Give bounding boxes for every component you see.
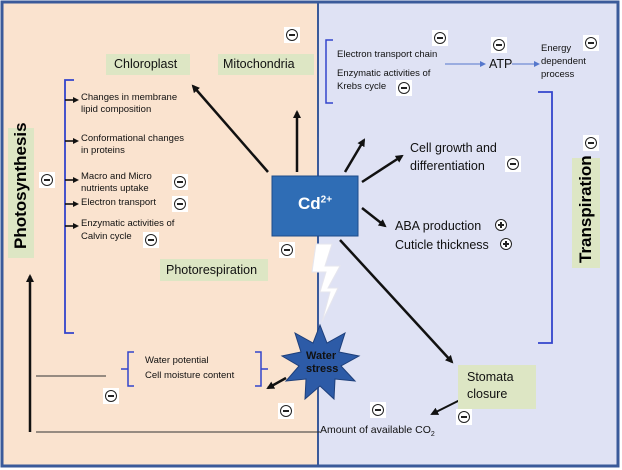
stomata-to-co2-arrow: [430, 399, 461, 415]
minus-icon: [432, 30, 448, 46]
cd-label: Cd2+: [298, 194, 332, 214]
stomata-line1: Stomata: [467, 370, 514, 384]
cuticle-text: Cuticle thickness: [395, 238, 489, 252]
water-potential-text: Water potential: [145, 355, 209, 366]
cell-moisture-text: Cell moisture content: [145, 370, 235, 381]
aba-text: ABA production: [395, 219, 482, 233]
minus-icon: [583, 35, 599, 51]
cd-to-growth-arrow: [361, 154, 404, 184]
water-stress-line1: Water: [306, 350, 337, 362]
transpiration-text: Transpiration: [576, 155, 595, 263]
mito-bracket: [325, 39, 333, 104]
photosynthesis-text: Photosynthesis: [11, 122, 30, 249]
cd-to-chloroplast-arrow: [191, 84, 269, 173]
right-bracket: [538, 91, 553, 344]
photorespiration-text: Photorespiration: [166, 263, 258, 277]
atp-text: ATP: [489, 57, 513, 71]
chloroplast-text: Chloroplast: [114, 57, 178, 71]
growth-line2: differentiation: [410, 159, 485, 173]
chloroplast-label: [106, 54, 190, 75]
minus-icon: [279, 242, 295, 258]
effect-proteins-line2: in proteins: [81, 145, 125, 156]
minus-icon: [143, 232, 159, 248]
cd-to-mito-chain-arrow: [343, 138, 366, 173]
mitochondria-text: Mitochondria: [223, 57, 295, 71]
co2-subscript: 2: [430, 431, 435, 439]
effect-proteins-line1: Conformational changes: [81, 133, 184, 144]
etc-text: Electron transport chain: [337, 49, 438, 60]
krebs-line2: Krebs cycle: [337, 81, 387, 92]
cd-to-stomata-arrow: [339, 239, 454, 364]
krebs-line1: Enzymatic activities of: [337, 68, 431, 79]
lightning-bolt: [311, 243, 341, 323]
minus-icon: [39, 172, 55, 188]
left-bracket: [64, 79, 74, 334]
transpiration-label: [572, 158, 600, 268]
effect-nutrients-line1: Macro and Micro: [81, 171, 152, 182]
mitochondria-label: [218, 54, 314, 75]
stress-to-water-arrow: [266, 376, 287, 390]
energy-line1: Energy: [541, 43, 572, 54]
minus-icon: [396, 80, 412, 96]
stomata-line2: closure: [467, 387, 508, 401]
minus-icon: [172, 174, 188, 190]
cd-charge: 2+: [320, 194, 333, 206]
growth-line1: Cell growth and: [410, 141, 497, 155]
effect-calvin-line2: Calvin cycle: [81, 231, 132, 242]
cd-to-aba-arrow: [361, 207, 387, 228]
co2-text: Amount of available CO2: [320, 424, 435, 439]
plus-icon: [495, 219, 507, 231]
effect-membrane-line1: Changes in membrane: [81, 92, 178, 103]
minus-icon: [370, 402, 386, 418]
photorespiration-label: [160, 259, 268, 281]
minus-icon: [278, 403, 294, 419]
effect-membrane-line2: lipid composition: [81, 104, 152, 115]
photosynthesis-label: [8, 128, 34, 258]
minus-icon: [456, 409, 472, 425]
minus-icon: [505, 156, 521, 172]
water-stress-star: [280, 323, 361, 401]
stomata-label: [458, 365, 536, 409]
left-panel-bg: [2, 2, 318, 466]
effect-nutrients-line2: nutrients uptake: [81, 183, 149, 194]
cd-symbol: Cd: [298, 194, 321, 213]
energy-line3: process: [541, 69, 575, 80]
effect-electron-line1: Electron transport: [81, 197, 156, 208]
plus-icon: [500, 238, 512, 250]
water-stress-line2: stress: [306, 363, 339, 375]
minus-icon: [172, 196, 188, 212]
minus-icon: [103, 388, 119, 404]
minus-icon: [583, 135, 599, 151]
energy-line2: dependent: [541, 56, 586, 67]
cd-box: [271, 175, 359, 237]
effect-calvin-line1: Enzymatic activities of: [81, 218, 175, 229]
co2-label: Amount of available CO: [320, 424, 431, 436]
minus-icon: [284, 27, 300, 43]
minus-icon: [491, 37, 507, 53]
